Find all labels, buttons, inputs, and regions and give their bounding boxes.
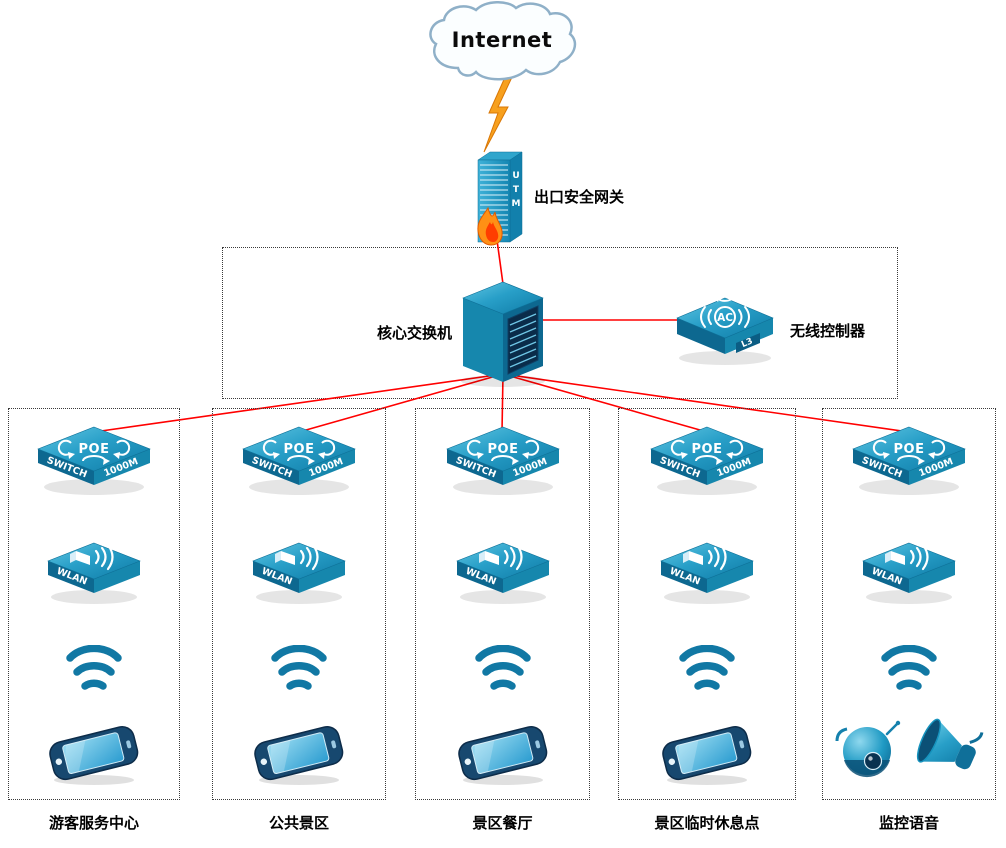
wifi-signal-icon [269, 645, 329, 697]
utm-letter-t: T [513, 185, 520, 195]
zone-boundary: POE SWITCH 1000M WLAN [618, 408, 796, 800]
lightning-bolt-icon [483, 74, 514, 153]
poe-label: POE [284, 442, 315, 457]
smartphone-icon [251, 723, 346, 786]
core-area-boundary [222, 247, 898, 399]
wireless-ap-icon: WLAN [861, 541, 957, 606]
core-switch-icon [461, 281, 545, 387]
link-gateway-core [496, 239, 504, 285]
port-lines [509, 313, 537, 368]
poe-switch-icon: POE SWITCH 1000M [242, 426, 356, 496]
link-core-zone-3 [501, 373, 504, 433]
smartphone-icon [455, 723, 550, 786]
link-core-zone-2 [298, 373, 504, 433]
poe-switch-icon: POE SWITCH 1000M [37, 426, 151, 496]
poe-switch-icon: POE SWITCH 1000M [445, 426, 560, 496]
ac-label: AC [717, 312, 733, 324]
internet-cloud-icon: Internet [429, 1, 577, 81]
zone-visitor-service-center: POE SWITCH 1000M WLAN 游客服务中心 [8, 408, 180, 833]
internet-label: Internet [452, 28, 553, 52]
gateway-label: 出口安全网关 [534, 188, 625, 206]
smartphone-icon [46, 723, 141, 786]
link-core-zone-5 [502, 373, 910, 433]
utm-gateway-icon: U T M [477, 151, 523, 246]
link-core-zone-1 [93, 373, 504, 433]
poe-switch-icon: POE SWITCH 1000M [852, 426, 966, 496]
zone-boundary: POE SWITCH 1000M WLAN [415, 408, 590, 800]
poe-label: POE [894, 442, 925, 457]
l3-tab [736, 333, 760, 353]
link-core-zone-4 [502, 373, 708, 433]
poe-label: POE [692, 442, 723, 457]
zone-rest-point: POE SWITCH 1000M WLAN 景区临时休息点 [618, 408, 796, 833]
wireless-ap-icon: WLAN [46, 541, 142, 606]
utm-letter-u: U [512, 171, 519, 181]
utm-letter-m: M [512, 199, 521, 209]
zone-label: 公共景区 [268, 814, 329, 832]
zone-boundary: POE SWITCH 1000M WLAN [212, 408, 386, 800]
wifi-signal-icon [473, 645, 533, 697]
zone-boundary: POE SWITCH 1000M WLAN [8, 408, 180, 800]
wifi-signal-icon [879, 645, 939, 697]
surveillance-devices [831, 717, 987, 783]
zone-label: 游客服务中心 [48, 814, 139, 832]
wireless-ap-icon: WLAN [251, 541, 347, 606]
voice-horn-icon [913, 717, 987, 783]
radio-waves-icon [700, 306, 750, 328]
wifi-signal-icon [677, 645, 737, 697]
poe-label: POE [79, 442, 110, 457]
wireless-controller-icon: AC L3 [676, 295, 774, 365]
zone-restaurant: POE SWITCH 1000M WLAN 景区餐厅 [415, 408, 590, 833]
poe-switch-icon: POE SWITCH 1000M [650, 426, 764, 496]
poe-label: POE [487, 442, 518, 457]
firewall-flame-icon [477, 206, 503, 246]
smartphone-icon [659, 723, 754, 786]
wifi-signal-icon [64, 645, 124, 697]
zone-surveillance-voice: POE SWITCH 1000M WLAN 监控语音 [822, 408, 996, 833]
wireless-ap-icon: WLAN [659, 541, 755, 606]
l3-label: L3 [740, 336, 754, 350]
zone-boundary: POE SWITCH 1000M WLAN [822, 408, 996, 800]
zone-label: 监控语音 [878, 814, 939, 832]
zone-public-scenic-area: POE SWITCH 1000M WLAN 公共景区 [212, 408, 386, 833]
zone-label: 景区临时休息点 [654, 814, 760, 832]
core-switch-label: 核心交换机 [376, 324, 452, 342]
wireless-ap-icon: WLAN [455, 541, 550, 606]
zone-label: 景区餐厅 [472, 814, 533, 832]
wireless-controller-label: 无线控制器 [790, 322, 866, 340]
dome-camera-icon [835, 719, 902, 779]
